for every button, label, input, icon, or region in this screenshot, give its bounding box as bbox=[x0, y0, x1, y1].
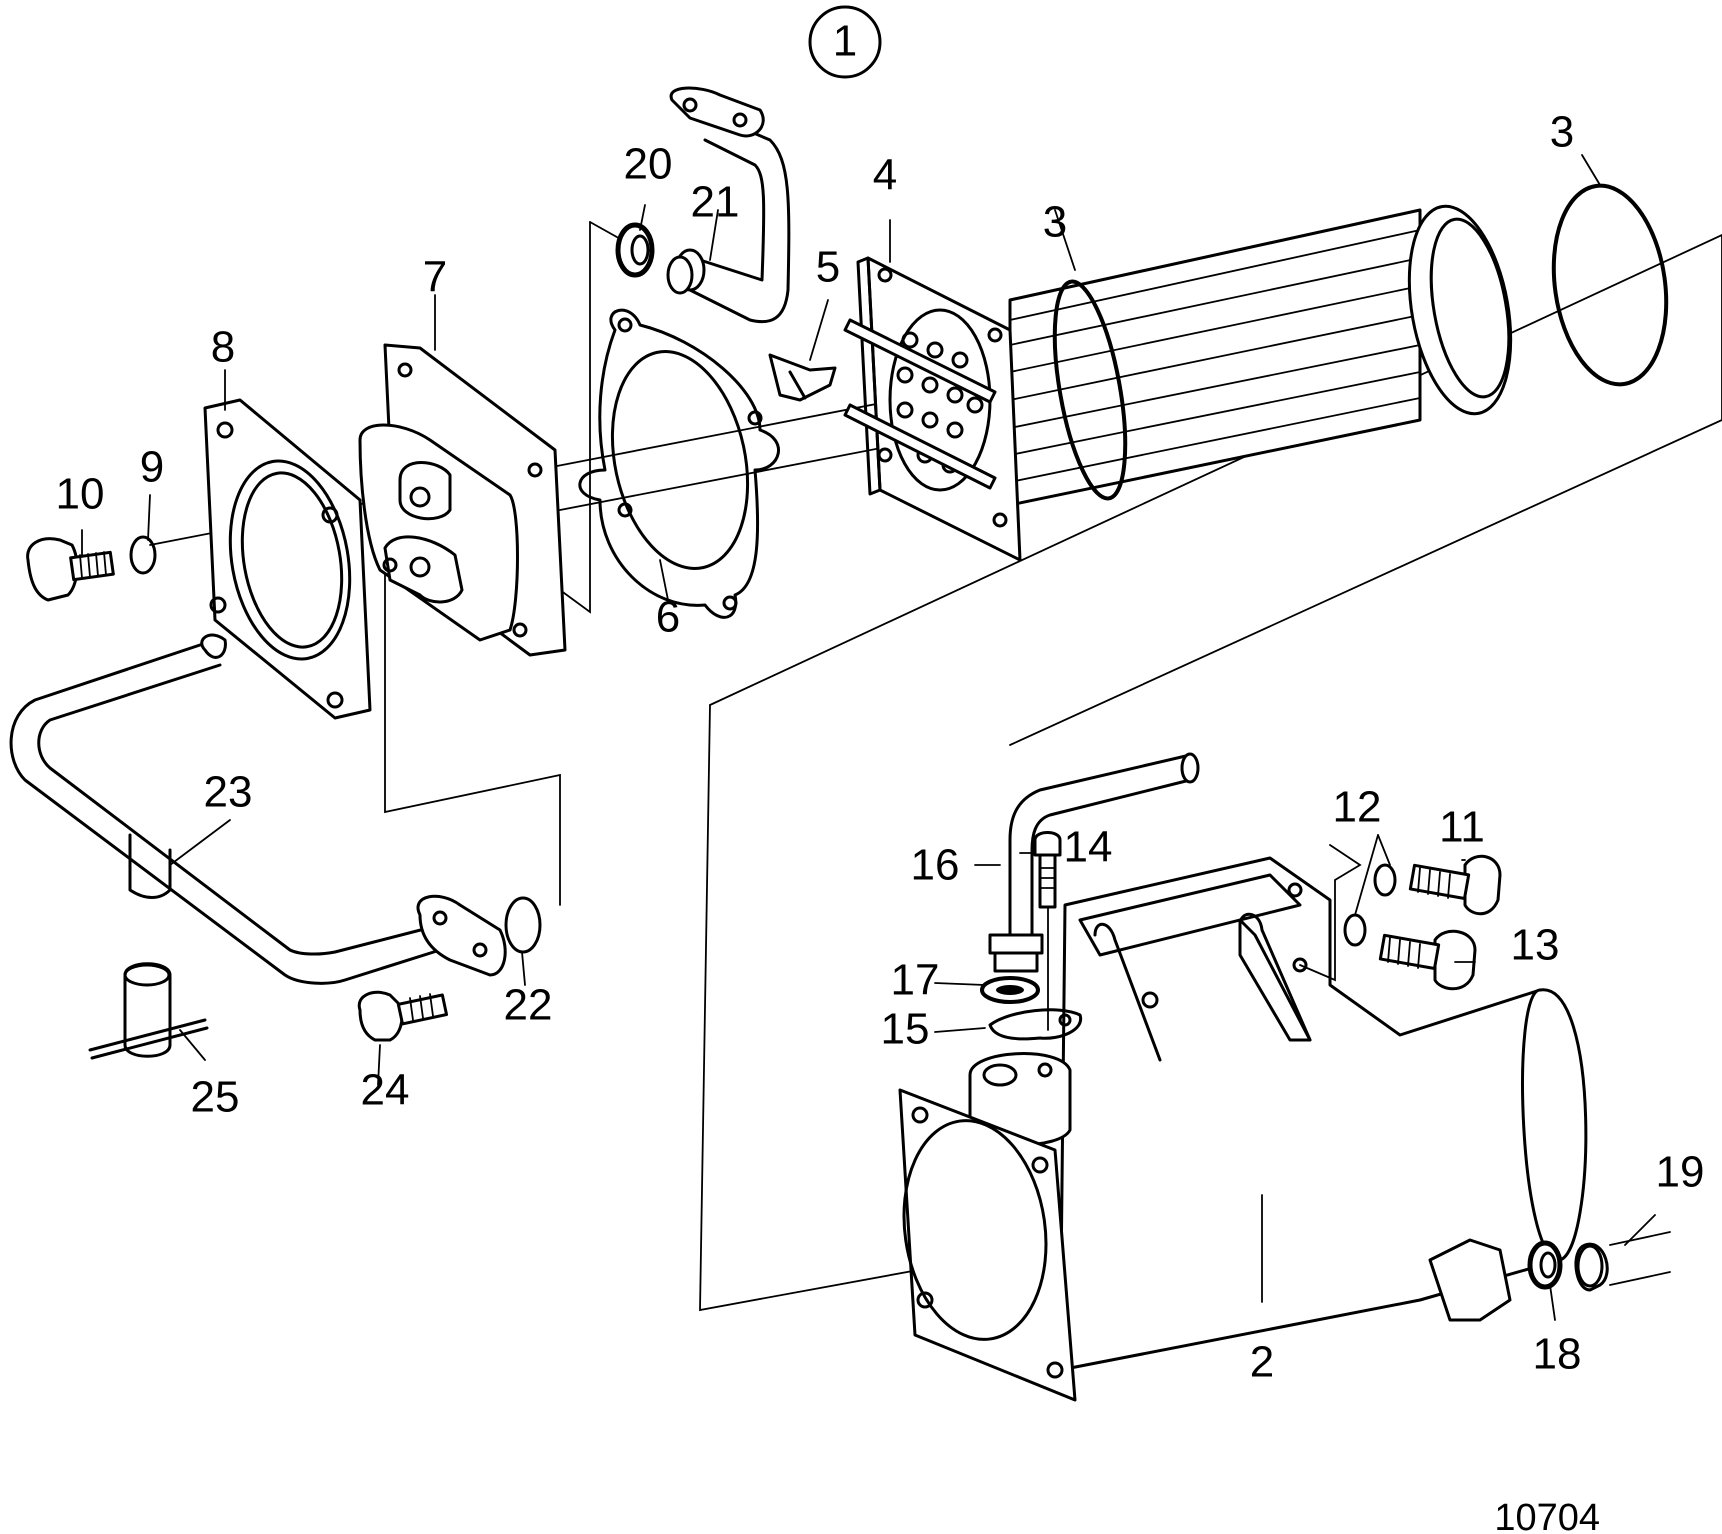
pipe-flange-23 bbox=[416, 894, 507, 977]
flange bbox=[203, 398, 372, 720]
callout-18: 18 bbox=[1533, 1330, 1582, 1379]
bolt-24 bbox=[357, 990, 449, 1042]
plug-25 bbox=[88, 962, 209, 1060]
leader-lines bbox=[81, 154, 1656, 1321]
callout-16: 16 bbox=[911, 841, 960, 890]
callout-20: 20 bbox=[624, 140, 673, 189]
callout-7: 7 bbox=[423, 253, 447, 302]
pipe-21 bbox=[666, 86, 791, 324]
callout-12: 12 bbox=[1333, 783, 1382, 832]
callout-4: 4 bbox=[873, 151, 897, 200]
bolt-14 bbox=[1033, 831, 1062, 1031]
callout-2: 2 bbox=[1250, 1338, 1274, 1387]
callout-14: 14 bbox=[1064, 823, 1113, 872]
bolt-10 bbox=[26, 537, 115, 602]
pipe-16 bbox=[988, 752, 1200, 973]
callout-22: 22 bbox=[504, 981, 553, 1030]
callout-5: 5 bbox=[816, 243, 840, 292]
pipe-23 bbox=[9, 633, 442, 985]
o-ring-right bbox=[1551, 183, 1669, 387]
gasket-15 bbox=[988, 1008, 1083, 1041]
callout-21: 21 bbox=[691, 178, 740, 227]
o-ring-22 bbox=[504, 896, 542, 954]
group-marker-label: 1 bbox=[833, 17, 857, 66]
callout-13: 13 bbox=[1511, 921, 1560, 970]
callout-23: 23 bbox=[204, 768, 253, 817]
washer-9 bbox=[129, 535, 157, 575]
callout-17: 17 bbox=[891, 956, 940, 1005]
callout-10: 10 bbox=[56, 470, 105, 519]
plug-19 bbox=[1527, 1231, 1671, 1292]
callout-3-core: 3 bbox=[1043, 198, 1067, 247]
cover bbox=[358, 343, 567, 657]
callout-25: 25 bbox=[191, 1073, 240, 1122]
tube-plate bbox=[843, 256, 1022, 562]
washer-12a bbox=[1373, 863, 1397, 897]
lower-frame-lines bbox=[699, 234, 1722, 1312]
callout-8: 8 bbox=[211, 323, 235, 372]
drawing-reference: 10704 bbox=[1494, 1497, 1600, 1534]
seal-20 bbox=[615, 222, 655, 278]
callout-3-ring: 3 bbox=[1550, 108, 1574, 157]
cooler-core bbox=[1008, 204, 1513, 507]
clip bbox=[768, 353, 837, 402]
bolts-11-13 bbox=[1299, 844, 1502, 991]
housing bbox=[898, 856, 1588, 1402]
washer-12b bbox=[1343, 913, 1367, 947]
callout-11: 11 bbox=[1439, 803, 1485, 852]
callout-24: 24 bbox=[361, 1066, 410, 1115]
callout-9: 9 bbox=[140, 443, 164, 492]
callout-15: 15 bbox=[881, 1005, 930, 1054]
callout-19: 19 bbox=[1656, 1148, 1705, 1197]
group-marker: 1 bbox=[808, 5, 882, 79]
gasket bbox=[578, 308, 780, 619]
washer-17 bbox=[980, 976, 1040, 1004]
callout-6: 6 bbox=[656, 593, 680, 642]
callouts: 2 3 3 4 5 6 7 8 9 10 11 12 13 14 15 16 1… bbox=[56, 108, 1705, 1387]
